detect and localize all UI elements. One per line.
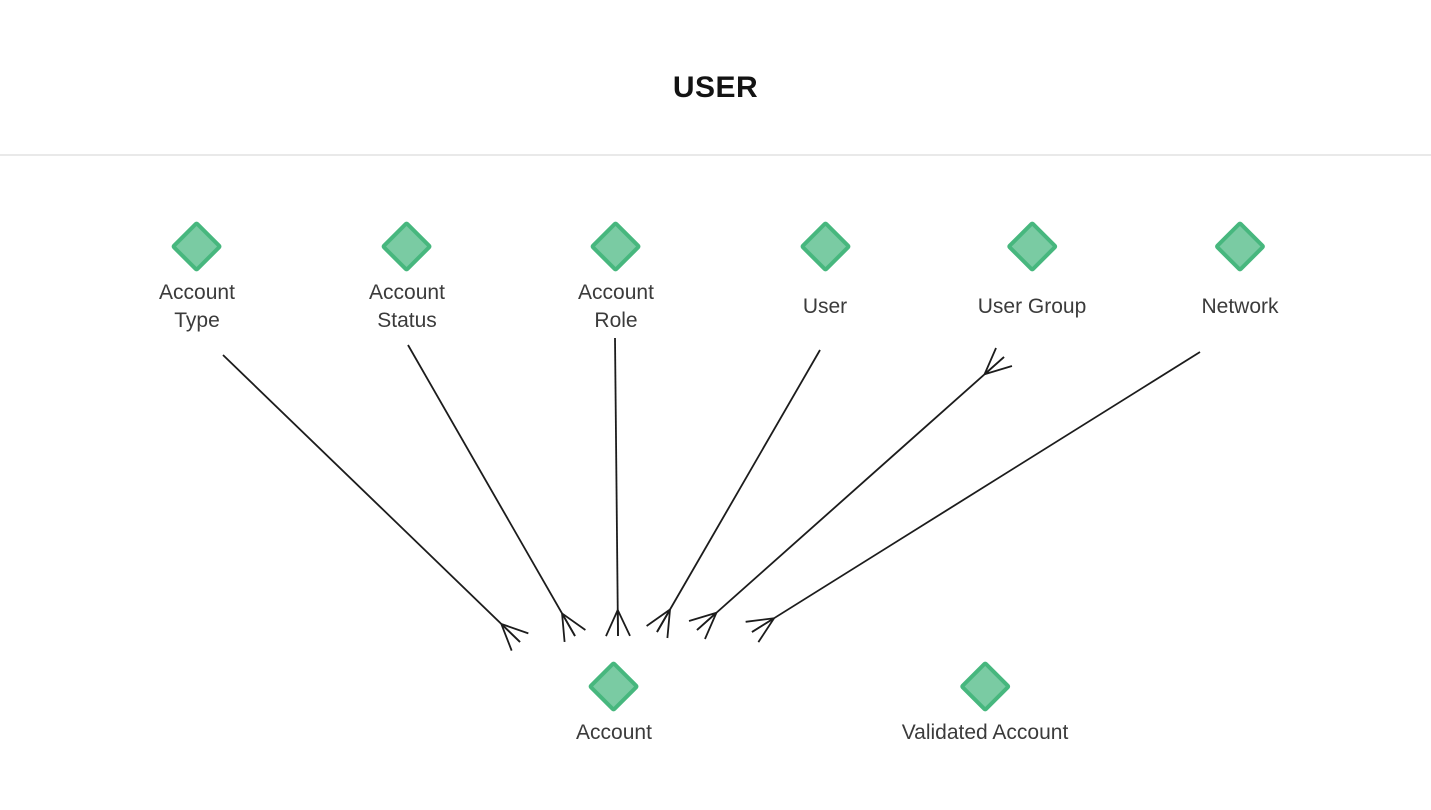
node-label: Account Status xyxy=(369,281,445,332)
node-label: Account Role xyxy=(578,281,654,332)
node-label: Account xyxy=(576,721,652,744)
entity-diamond-icon xyxy=(587,660,641,713)
node-label: Network xyxy=(1201,295,1279,318)
page-title: USER xyxy=(672,71,759,104)
node-label: Account Type xyxy=(159,281,235,332)
node-user-group[interactable]: User Group xyxy=(977,220,1087,335)
title-divider xyxy=(0,154,1431,156)
entity-diamond-icon xyxy=(1005,220,1059,273)
edge-account-type-account xyxy=(222,354,529,651)
entity-diamond-icon xyxy=(170,220,224,273)
node-account[interactable]: Account xyxy=(576,660,652,747)
node-account-role[interactable]: Account Role xyxy=(578,220,654,335)
edge-network-account xyxy=(745,351,1201,643)
entity-diamond-icon xyxy=(589,220,643,273)
entity-diamond-icon xyxy=(1213,220,1267,273)
node-network[interactable]: Network xyxy=(1201,220,1279,335)
entity-diamond-icon xyxy=(380,220,434,273)
node-user[interactable]: User xyxy=(798,220,852,335)
edge-account-status-account xyxy=(407,344,586,643)
edge-account-user-group xyxy=(688,347,1013,640)
node-account-status[interactable]: Account Status xyxy=(369,220,445,335)
entity-diamond-icon xyxy=(958,660,1012,713)
edge-account-role-account xyxy=(605,337,631,637)
node-label: User xyxy=(802,295,848,318)
edge-user-account xyxy=(646,349,821,639)
node-validated-account[interactable]: Validated Account xyxy=(901,660,1069,747)
node-label: User Group xyxy=(977,295,1087,318)
entity-diamond-icon xyxy=(798,220,852,273)
node-account-type[interactable]: Account Type xyxy=(159,220,235,335)
node-label: Validated Account xyxy=(901,721,1069,744)
